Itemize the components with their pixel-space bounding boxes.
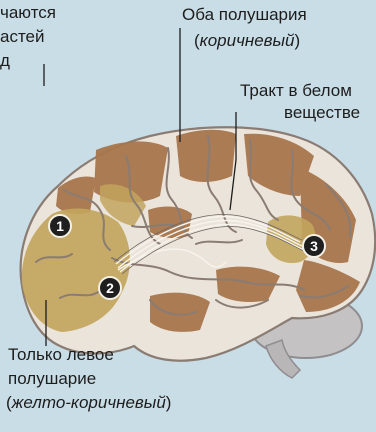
white-matter-tract-label-line-2: веществе	[284, 102, 360, 124]
top-left-label-line-2: астей	[0, 26, 45, 48]
marker-2: 2	[98, 276, 122, 300]
left-only-label-line-1: Только левое	[8, 344, 114, 366]
both-hemispheres-label: Оба полушария	[182, 4, 307, 26]
top-left-label-line-1: чаются	[0, 2, 56, 24]
left-only-color-label: (желто-коричневый)	[6, 392, 171, 414]
left-only-label-line-2: полушарие	[8, 368, 96, 390]
both-hemispheres-color-label: (коричневый)	[194, 30, 300, 52]
white-matter-tract-label-line-1: Тракт в белом	[240, 80, 352, 102]
marker-3: 3	[302, 234, 326, 258]
marker-1: 1	[48, 214, 72, 238]
top-left-label-line-3: д	[0, 50, 10, 72]
